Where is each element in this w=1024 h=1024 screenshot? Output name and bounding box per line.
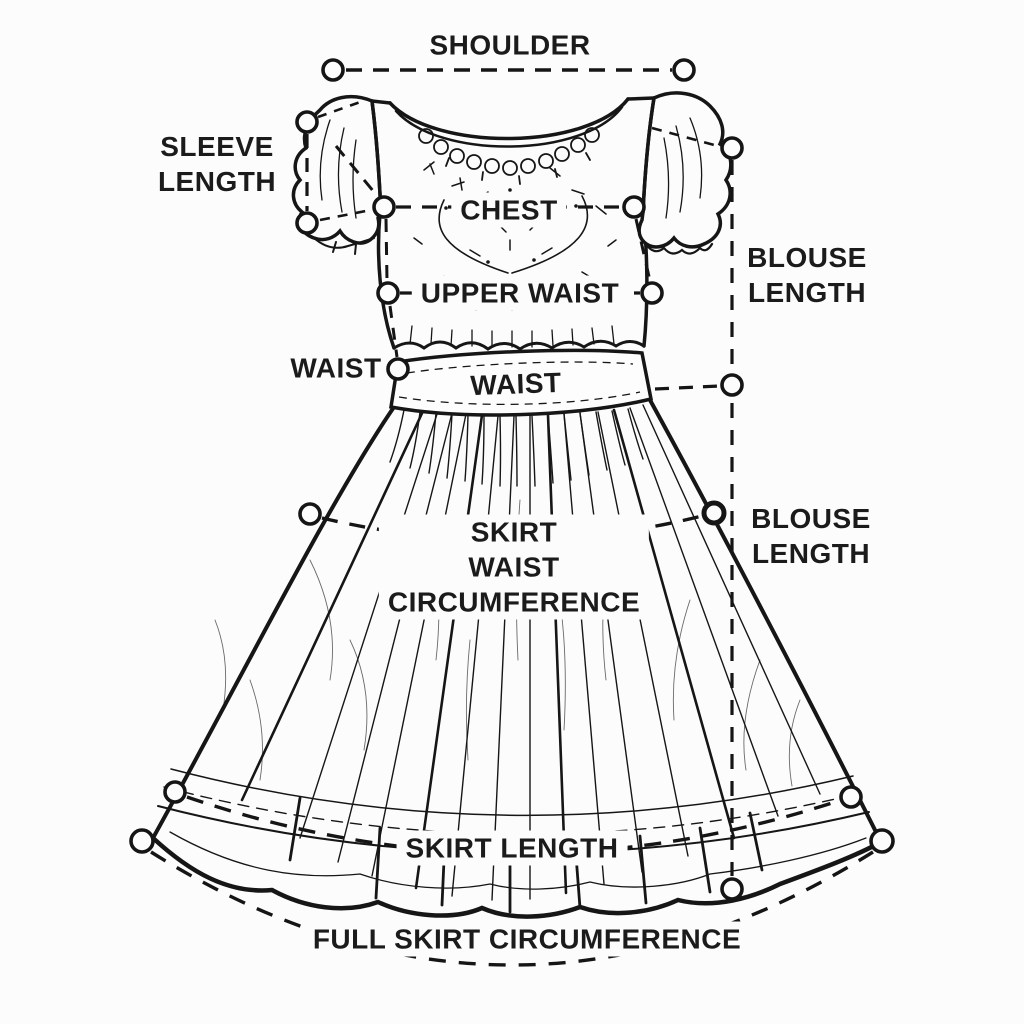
embroidery-dots xyxy=(444,188,578,264)
skirt-left-edge xyxy=(151,405,396,840)
sleeves-illustration xyxy=(291,91,733,255)
point-skirt-length-left xyxy=(163,780,187,804)
right-sleeve-seam xyxy=(641,96,656,214)
point-shoulder-left xyxy=(321,58,345,82)
shoulder-label: SHOULDER xyxy=(429,29,591,61)
chest-to-upperwaist-right xyxy=(634,218,652,282)
chest-label: CHEST xyxy=(451,192,567,228)
skirt-trim-line-1 xyxy=(170,768,854,817)
skirt-waist-circ-line3: CIRCUMFERENCE xyxy=(387,586,641,618)
waist-side-label: WAIST xyxy=(290,352,382,384)
neckline-outer xyxy=(388,97,630,141)
skirt-waist-circumference-label: SKIRT WAIST CIRCUMFERENCE xyxy=(378,514,650,620)
sleeve-length-label: SLEEVE LENGTH xyxy=(158,129,276,199)
skirt-right-edge xyxy=(648,398,883,844)
point-chest-right xyxy=(622,195,646,219)
point-blouse-length-top xyxy=(720,136,744,160)
point-sleeve-bottom xyxy=(295,211,319,235)
shoulder-seam-right xyxy=(626,96,656,101)
skirt-waist-circ-line2: WAIST xyxy=(468,551,560,583)
left-cuff-ruffle xyxy=(313,237,375,255)
sleeve-length-label-line2: LENGTH xyxy=(157,166,277,197)
skirt-gathers xyxy=(389,408,644,487)
blouse-length-lower-line2: LENGTH xyxy=(751,538,871,569)
point-chest-left xyxy=(372,195,396,219)
point-upper-waist-left xyxy=(376,281,400,305)
point-waist-right xyxy=(720,373,744,397)
waistband-stitch-bottom xyxy=(398,391,641,406)
skirt-folds-bold xyxy=(240,407,736,895)
measurement-points xyxy=(129,58,895,901)
waistband-label: WAIST xyxy=(463,364,569,404)
point-skirt-length-right xyxy=(839,785,863,809)
point-sleeve-top xyxy=(295,110,319,134)
upperwaist-to-waist-left xyxy=(388,305,399,358)
blouse-length-lower-line1: BLOUSE xyxy=(751,503,871,534)
shoulder-seam-left xyxy=(370,99,392,105)
upper-waist-label: UPPER WAIST xyxy=(411,275,629,311)
point-shoulder-right xyxy=(672,58,696,82)
sleeve-inner-diagonal xyxy=(334,145,376,193)
neckline-lace-trim xyxy=(418,127,600,185)
waistband-stitch-top xyxy=(406,361,634,374)
skirt-hem xyxy=(150,835,884,919)
blouse-length-lower-label: BLOUSE LENGTH xyxy=(751,501,871,571)
point-skirt-waist-right xyxy=(701,500,727,526)
blouse-bottom-gathers xyxy=(409,325,615,348)
chest-to-upperwaist-left xyxy=(384,218,389,282)
point-skirt-waist-left xyxy=(298,502,322,526)
left-sleeve-gathers xyxy=(319,119,357,219)
blouse-length-upper-label: BLOUSE LENGTH xyxy=(747,240,867,310)
skirt-waist-circ-line1: SKIRT xyxy=(470,516,558,548)
blouse-bottom-ruffle xyxy=(392,339,646,351)
blouse-length-upper-line2: LENGTH xyxy=(747,277,867,308)
point-hem-center xyxy=(720,877,744,901)
point-waist-left xyxy=(386,357,410,381)
skirt-length-label: SKIRT LENGTH xyxy=(396,830,628,866)
waist-right-connector xyxy=(654,384,720,391)
point-upper-waist-right xyxy=(640,281,664,305)
full-skirt-circumference-label: FULL SKIRT CIRCUMFERENCE xyxy=(303,921,751,957)
hem-folds xyxy=(288,796,764,914)
point-full-circ-left xyxy=(129,828,155,854)
neckline-inner xyxy=(394,105,624,148)
sleeve-bottom-connector xyxy=(319,208,372,222)
blouse-length-upper-line1: BLOUSE xyxy=(747,242,867,273)
point-full-circ-right xyxy=(869,828,895,854)
right-sleeve-connector xyxy=(651,126,719,148)
right-cuff-scallops xyxy=(644,242,714,255)
sleeve-top-connector xyxy=(317,98,367,119)
sleeve-length-label-line1: SLEEVE xyxy=(160,131,274,162)
right-sleeve-outline xyxy=(637,91,733,249)
